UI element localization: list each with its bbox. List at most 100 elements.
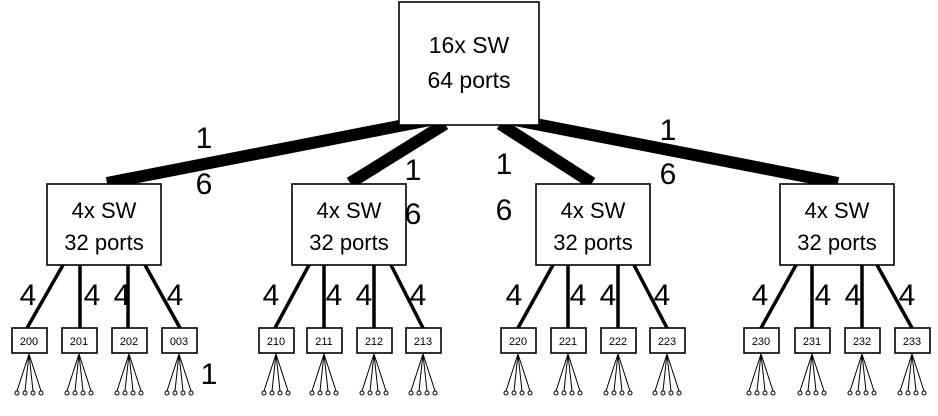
endpoint-link [899, 353, 913, 392]
endpoint-node [603, 390, 609, 396]
endpoint-link [16, 353, 30, 392]
trunk-label-1-bottom: 6 [196, 168, 213, 201]
endpoint-node [821, 390, 827, 396]
endpoint-node [367, 390, 373, 396]
endpoint-node [503, 390, 509, 396]
endpoint-link [662, 353, 668, 392]
switch-group-2: 4x SW 32 ports 4 4 4 4 210 211 212 213 [258, 183, 442, 354]
port-label-1-1: 4 [20, 279, 37, 312]
endpoint-link [373, 353, 387, 392]
endpoint-node [660, 390, 666, 396]
port-label-4-1: 4 [752, 279, 769, 312]
endpoint-node [746, 390, 752, 396]
endpoint-link [361, 353, 375, 392]
endpoint-node [569, 390, 575, 396]
leaf-switch-233-label: 233 [903, 336, 921, 348]
root-switch-line2: 64 ports [427, 67, 510, 93]
mid-switch-4-box [779, 183, 895, 266]
root-switch: 16x SW 64 ports [398, 1, 540, 126]
trunk-label-2-bottom: 6 [405, 198, 422, 231]
endpoint-node [668, 390, 674, 396]
leaf-switch-232 [844, 327, 881, 354]
trunk-label-4-top: 1 [660, 114, 677, 147]
port-label-2-1: 4 [263, 279, 280, 312]
endpoint-node [172, 390, 178, 396]
leaf-switch-220-label: 220 [509, 336, 527, 348]
endpoint-link [28, 353, 42, 392]
endpoint-link [422, 353, 428, 392]
endpoint-fanouts [14, 353, 927, 396]
endpoint-link [911, 353, 925, 392]
endpoint-node [383, 390, 389, 396]
endpoint-label: 1 [201, 358, 218, 391]
endpoint-node [416, 390, 422, 396]
endpoint-node [309, 390, 315, 396]
leaf-switch-212 [356, 327, 393, 354]
leaf-switch-230-label: 230 [752, 336, 770, 348]
endpoint-link [174, 353, 180, 392]
mid-switch-1-box [46, 183, 162, 266]
endpoint-link [666, 353, 680, 392]
endpoint-link [418, 353, 424, 392]
endpoint-node [519, 390, 525, 396]
leaf-switch-232-label: 232 [853, 336, 871, 348]
endpoint-link [654, 353, 668, 392]
endpoint-node [285, 390, 291, 396]
leaf-switch-231-label: 231 [803, 336, 821, 348]
leaf-switch-211-label: 211 [315, 336, 333, 348]
endpoint-node [797, 390, 803, 396]
trunk-label-2-top: 1 [405, 154, 422, 187]
endpoint-link [861, 353, 867, 392]
leaf-switch-220 [500, 327, 537, 354]
port-label-2-3: 4 [356, 279, 373, 312]
endpoint-node [325, 390, 331, 396]
trunk-label-1-top: 1 [196, 122, 213, 155]
endpoint-link [799, 353, 813, 392]
mid-switch-4-line2: 32 ports [797, 230, 877, 255]
endpoint-link [807, 353, 813, 392]
endpoint-link [78, 353, 92, 392]
leaf-switch-201 [61, 327, 98, 354]
port-label-3-2: 4 [570, 279, 587, 312]
endpoint-link [128, 353, 142, 392]
leaf-switch-202 [111, 327, 148, 354]
leaf-switch-202-label: 202 [120, 336, 138, 348]
endpoint-link [517, 353, 531, 392]
port-label-2-4: 4 [410, 279, 427, 312]
endpoint-link [178, 353, 184, 392]
endpoint-link [857, 353, 863, 392]
endpoint-link [66, 353, 80, 392]
endpoint-link [605, 353, 619, 392]
endpoint-link [563, 353, 569, 392]
endpoint-link [422, 353, 436, 392]
endpoint-link [410, 353, 424, 392]
endpoint-node [88, 390, 94, 396]
leaf-switch-213 [405, 327, 442, 354]
port-label-4-2: 4 [815, 279, 832, 312]
endpoint-node [277, 390, 283, 396]
endpoint-link [311, 353, 325, 392]
endpoint-link [323, 353, 337, 392]
leaf-switch-222-label: 222 [609, 336, 627, 348]
trunk-link-3 [496, 118, 596, 189]
mid-switch-1-line1: 4x SW [72, 198, 137, 223]
endpoint-node [317, 390, 323, 396]
leaf-switch-222 [600, 327, 637, 354]
endpoint-link [517, 353, 523, 392]
leaf-switch-230 [743, 327, 780, 354]
endpoint-link [567, 353, 573, 392]
endpoint-link [166, 353, 180, 392]
port-label-4-4: 4 [899, 279, 916, 312]
leaf-switch-003-label: 003 [170, 336, 188, 348]
endpoint-link [811, 353, 825, 392]
endpoint-link [861, 353, 875, 392]
mid-switch-3-box [535, 183, 651, 266]
endpoint-node [921, 390, 927, 396]
endpoint-node [855, 390, 861, 396]
mid-switch-2-box [291, 183, 407, 266]
endpoint-node [80, 390, 86, 396]
endpoint-node [577, 390, 583, 396]
endpoint-link [28, 353, 34, 392]
trunk-link-1 [105, 114, 432, 189]
